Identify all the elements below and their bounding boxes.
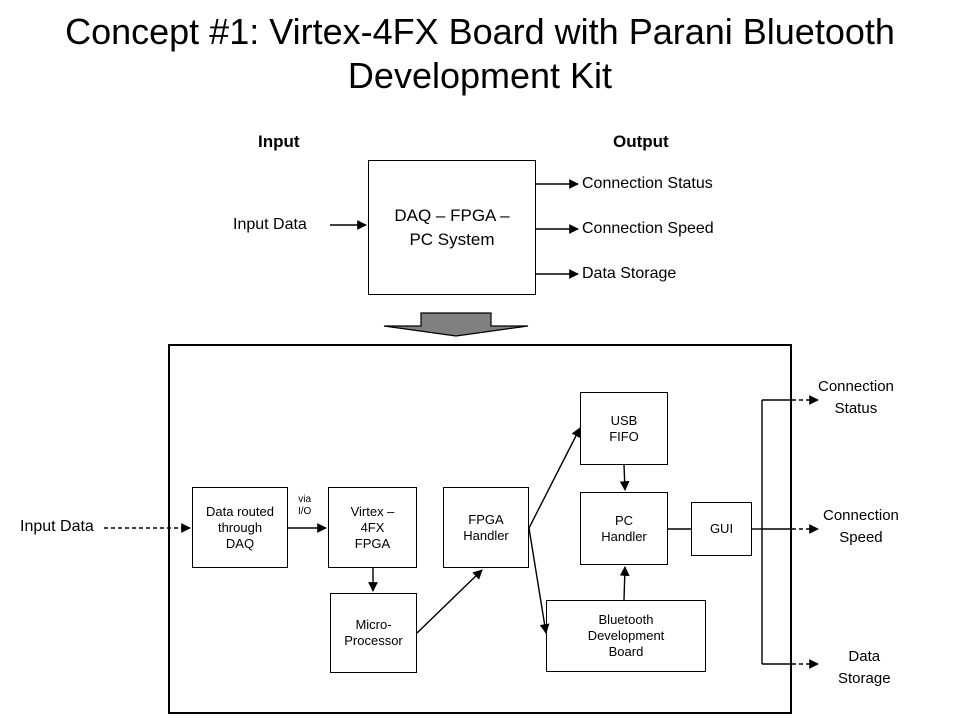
input-header: Input bbox=[258, 132, 300, 151]
daq-block: Data routed through DAQ bbox=[192, 487, 288, 568]
top-output-speed: Connection Speed bbox=[582, 220, 714, 237]
bluetooth-board-block: Bluetooth Development Board bbox=[546, 600, 706, 672]
handler-to-usb-arrow bbox=[528, 427, 581, 529]
microprocessor-block: Micro- Processor bbox=[330, 593, 417, 673]
output-header: Output bbox=[613, 132, 669, 151]
gui-block: GUI bbox=[691, 502, 752, 556]
down-arrow-icon bbox=[383, 312, 529, 337]
bluetooth-to-pc-arrow bbox=[619, 566, 630, 601]
usb-fifo-block: USB FIFO bbox=[580, 392, 668, 465]
bottom-output-storage: Data Storage bbox=[838, 648, 891, 687]
pc-handler-block: PC Handler bbox=[580, 492, 668, 565]
top-input-label: Input Data bbox=[233, 216, 307, 233]
via-io-label: via I/O bbox=[298, 494, 312, 517]
micro-to-handler-arrow bbox=[416, 569, 483, 634]
top-output-storage: Data Storage bbox=[582, 265, 677, 282]
bottom-output-speed: Connection Speed bbox=[823, 507, 899, 546]
bottom-output-status: Connection Status bbox=[818, 378, 894, 417]
system-box: DAQ – FPGA – PC System bbox=[368, 160, 536, 295]
page-title: Concept #1: Virtex-4FX Board with Parani… bbox=[65, 11, 895, 96]
bottom-input-label: Input Data bbox=[20, 518, 94, 535]
fpga-handler-block: FPGA Handler bbox=[443, 487, 529, 568]
fpga-block: Virtex – 4FX FPGA bbox=[328, 487, 417, 568]
usb-to-pc-arrow bbox=[619, 464, 630, 491]
handler-to-bluetooth-arrow bbox=[528, 527, 550, 634]
top-output-status: Connection Status bbox=[582, 175, 713, 192]
